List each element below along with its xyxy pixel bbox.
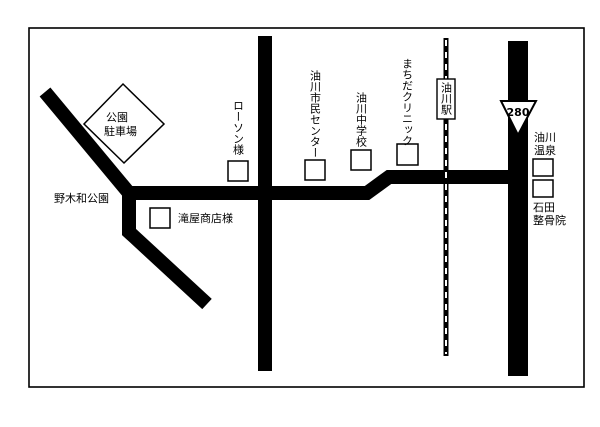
station-label: 油川駅 bbox=[440, 81, 453, 116]
takiya-store-marker bbox=[149, 207, 171, 229]
park-parking-label-1: 公園 bbox=[106, 111, 128, 124]
ishida-marker bbox=[532, 179, 554, 198]
junior-high-marker bbox=[350, 149, 372, 171]
station-label-box bbox=[436, 78, 456, 120]
lawson-label: ローソン様 bbox=[232, 100, 245, 155]
map-frame bbox=[28, 27, 585, 388]
route-280-shield bbox=[499, 100, 538, 138]
main-road bbox=[129, 170, 519, 200]
machida-clinic-marker bbox=[396, 143, 419, 166]
ishida-label-1: 石田 bbox=[533, 201, 555, 214]
ishida-label-2: 整骨院 bbox=[533, 213, 566, 227]
civic-center-marker bbox=[304, 159, 326, 181]
lawson-marker bbox=[227, 160, 249, 182]
park-parking-label-2: 駐車場 bbox=[104, 124, 137, 138]
diagonal-road bbox=[39, 87, 212, 310]
nogiwa-park-label: 野木和公園 bbox=[54, 192, 109, 205]
takiya-store-label: 滝屋商店様 bbox=[178, 211, 233, 225]
onsen-label-1: 油川 bbox=[534, 130, 556, 144]
park-parking-lot bbox=[82, 82, 166, 165]
machida-clinic-label: まちだクリニック bbox=[401, 58, 414, 146]
onsen-marker bbox=[532, 158, 554, 177]
route-280-number: 280 bbox=[507, 106, 530, 119]
onsen-label-2: 温泉 bbox=[534, 143, 556, 157]
junior-high-label: 油川中学校 bbox=[355, 91, 368, 148]
civic-center-label: 油川市民センター bbox=[309, 69, 322, 158]
